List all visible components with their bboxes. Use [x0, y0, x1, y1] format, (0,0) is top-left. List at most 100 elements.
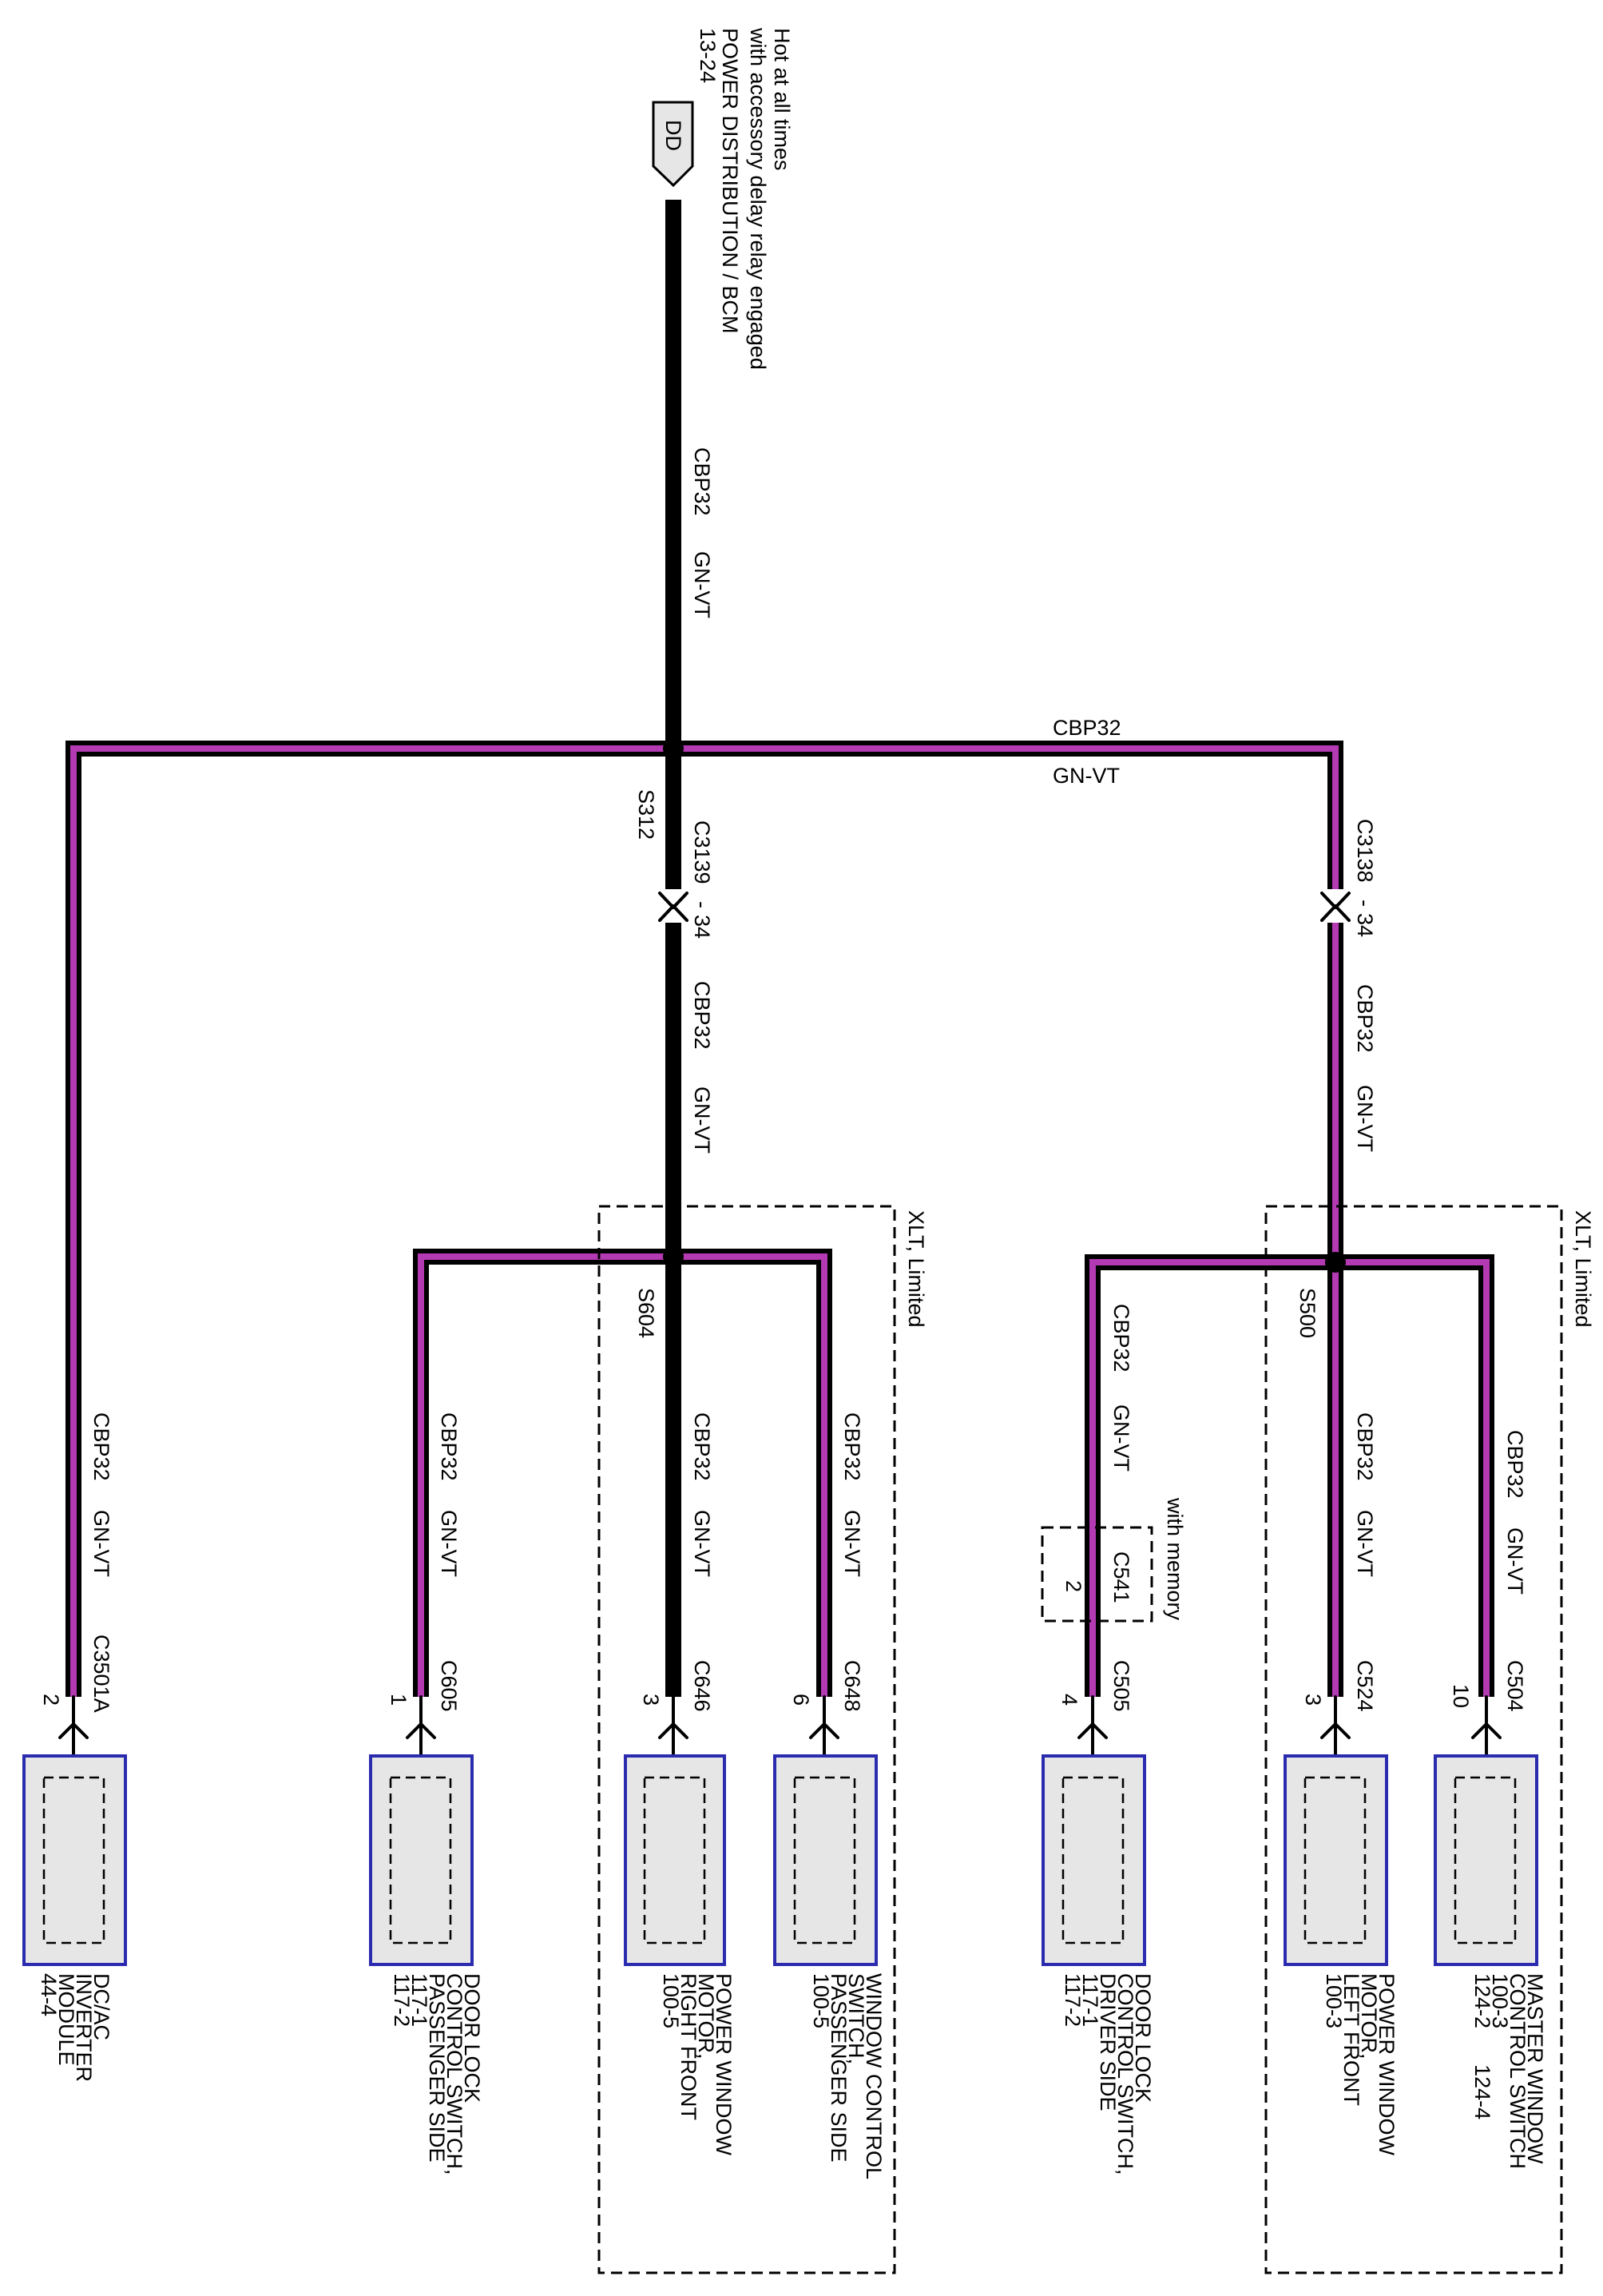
pwm-lf-name-line: MOTOR, [1357, 1973, 1381, 2060]
mid-circuit-label-pass: CBP32 [690, 981, 714, 1050]
wire-s312-to-dcac-core [70, 745, 673, 1697]
pwm-rf-inner [643, 1776, 706, 1944]
dcac-name-line: INVERTER [72, 1973, 96, 2082]
c505-pin: 4 [1057, 1694, 1081, 1706]
doorlock-pass-name-line: PASSENGER SIDE [425, 1973, 449, 2163]
c648-connector-name: C648 [840, 1660, 864, 1712]
c504-pin: 10 [1449, 1684, 1473, 1708]
wcs-pass-box [773, 1754, 878, 1966]
option-label-passenger: XLT, Limited [904, 1210, 928, 1328]
c3138-connector-icon [1320, 892, 1351, 922]
dcac-pin: 2 [39, 1694, 63, 1706]
c646-pin: 3 [639, 1694, 663, 1706]
pwm-lf-name-line: POWER WINDOW [1375, 1973, 1399, 2155]
c605-circuit-label: CBP32 [437, 1412, 461, 1481]
c505-color-label: GN-VT [1109, 1404, 1133, 1472]
pwm-lf-name: POWER WINDOW MOTOR, LEFT FRONT 100-3 [1322, 1973, 1399, 2155]
mwcs-name: MASTER WINDOW CONTROL SWITCH 100-3 124-2… [1470, 1973, 1547, 2169]
mwcs-inner [1454, 1776, 1517, 1944]
option-label-driver: XLT, Limited [1571, 1210, 1595, 1328]
splice-s604 [663, 1246, 684, 1267]
component-boxes [22, 1754, 1538, 1966]
mwcs-name-line: CONTROL SWITCH [1506, 1973, 1530, 2169]
c646-circuit-label: CBP32 [690, 1412, 714, 1481]
mid-color-label-pass: GN-VT [690, 1086, 714, 1154]
doorlock-pass-box [369, 1754, 474, 1966]
c3138-sep: - [1353, 900, 1377, 907]
doorlock-drv-inner [1061, 1776, 1125, 1944]
wire-s604-to-c605-core [418, 1253, 673, 1697]
c505-circuit-label: CBP32 [1109, 1304, 1133, 1372]
c648-pin: 6 [789, 1694, 813, 1706]
option-box-driver [1264, 1205, 1563, 2274]
mwcs-name-line: MASTER WINDOW [1523, 1973, 1547, 2164]
wcs-pass-name-line: WINDOW CONTROL [862, 1973, 886, 2179]
c541-option-box [1041, 1526, 1153, 1623]
c504-connector-name: C504 [1503, 1660, 1527, 1712]
c504-color-label: GN-VT [1503, 1527, 1527, 1595]
c605-color-label: GN-VT [437, 1510, 461, 1577]
wcs-pass-name: WINDOW CONTROL SWITCH, PASSENGER SIDE 10… [809, 1973, 886, 2179]
c541-note: with memory [1163, 1497, 1187, 1621]
c646-color-label: GN-VT [690, 1510, 714, 1577]
source-terminal-icon [652, 101, 694, 188]
c648-color-label: GN-VT [840, 1510, 864, 1577]
doorlock-pass-ref: 117-2 [390, 1973, 414, 2027]
doorlock-drv-name-line: DRIVER SIDE [1096, 1973, 1120, 2111]
labels: Hot at all times with accessory delay re… [37, 27, 1595, 2179]
wire-s312-to-c3138 [673, 741, 1343, 889]
c605-pin: 1 [387, 1694, 411, 1706]
dcac-connector-name: C3501A [89, 1635, 113, 1713]
main-color-label: GN-VT [690, 551, 714, 618]
dcac-module-box [22, 1754, 127, 1966]
pwm-rf-name-line: POWER WINDOW [712, 1973, 736, 2155]
dcac-ref: 44-4 [37, 1973, 61, 2016]
c605-connector-name: C605 [437, 1660, 461, 1712]
main-circuit-label: CBP32 [690, 447, 714, 516]
s312-label: S312 [634, 789, 658, 840]
c541-pin: 2 [1061, 1580, 1085, 1592]
doorlock-pass-inner [389, 1776, 452, 1944]
doorlock-pass-name-line: CONTROL SWITCH, [442, 1973, 466, 2175]
c3139-name: C3139 [690, 820, 714, 884]
wires [65, 200, 1494, 1697]
splice-s312 [663, 738, 684, 759]
pwm-rf-box [624, 1754, 726, 1966]
doorlock-drv-name-line: DOOR LOCK [1131, 1973, 1155, 2103]
splice-s500 [1325, 1252, 1346, 1273]
mid-circuit-label-drv: CBP32 [1353, 984, 1377, 1053]
wcs-pass-name-line: SWITCH, [844, 1973, 868, 2064]
c524-pin: 3 [1301, 1694, 1325, 1706]
wcs-pass-inner [793, 1776, 856, 1944]
c3139-sep: - [690, 901, 714, 908]
horizontal-color-label: GN-VT [1053, 764, 1120, 788]
doorlock-pass-ref: 117-1 [407, 1973, 431, 2027]
dcac-name: DC/AC INVERTER MODULE 44-4 [37, 1973, 113, 2082]
source-name: POWER DISTRIBUTION / BCM [718, 28, 742, 334]
c3138-name: C3138 [1353, 819, 1377, 883]
pwm-rf-name-line: RIGHT FRONT [677, 1973, 700, 2120]
doorlock-pass-name: DOOR LOCK CONTROL SWITCH, PASSENGER SIDE… [390, 1973, 484, 2175]
source-note-line2: with accessory delay relay engaged [746, 27, 770, 370]
c648-circuit-label: CBP32 [840, 1412, 864, 1481]
c504-circuit-label: CBP32 [1503, 1430, 1527, 1499]
pwm-rf-ref: 100-5 [659, 1973, 683, 2028]
pwm-lf-name-line: LEFT FRONT [1339, 1973, 1363, 2106]
option-box-passenger [597, 1205, 896, 2274]
pwm-lf-ref: 100-3 [1322, 1973, 1346, 2028]
horizontal-circuit-label: CBP32 [1053, 716, 1121, 740]
wire-s500-to-c504-core [1335, 1259, 1490, 1697]
wire-s604-to-c648-core [673, 1253, 827, 1697]
wire-s312-to-c3138-core [673, 745, 1339, 889]
source-ref: 13-24 [696, 28, 720, 83]
doorlock-drv-ref: 117-1 [1078, 1973, 1102, 2027]
c646-connector-name: C646 [690, 1660, 714, 1712]
mwcs-ref: 100-3 [1488, 1973, 1512, 2028]
wire-s500-to-c505-core [1089, 1259, 1335, 1697]
wcs-pass-name-line: PASSENGER SIDE [827, 1973, 851, 2163]
mwcs-box [1434, 1754, 1538, 1966]
s500-label: S500 [1295, 1288, 1319, 1338]
dcac-module-inner [42, 1776, 105, 1944]
c524-connector-name: C524 [1353, 1660, 1377, 1712]
